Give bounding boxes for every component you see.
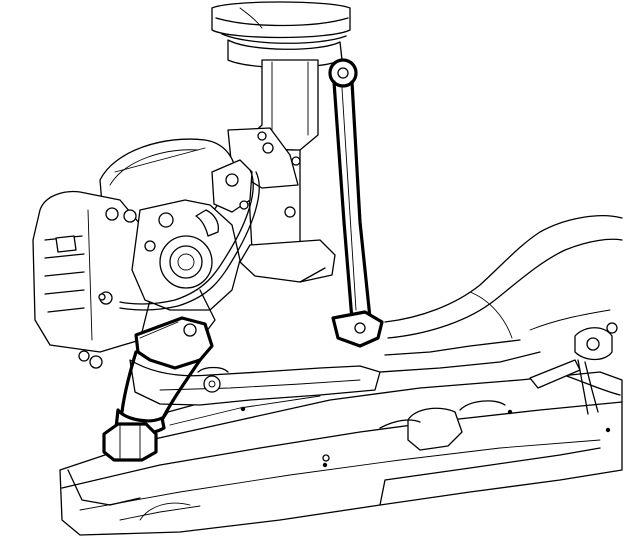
lower-control-arm [129,359,381,406]
body-rail [379,215,623,396]
crossmember [59,371,623,536]
steering-knuckle [131,159,253,341]
coil-spring [211,1,351,69]
brake-hose [119,169,260,311]
stabilizer-link [328,58,384,348]
stabilizer-bar [379,322,618,451]
ball-joint [102,316,214,462]
fasteners [98,131,330,462]
brake-caliper [32,190,151,369]
strut [227,59,336,283]
